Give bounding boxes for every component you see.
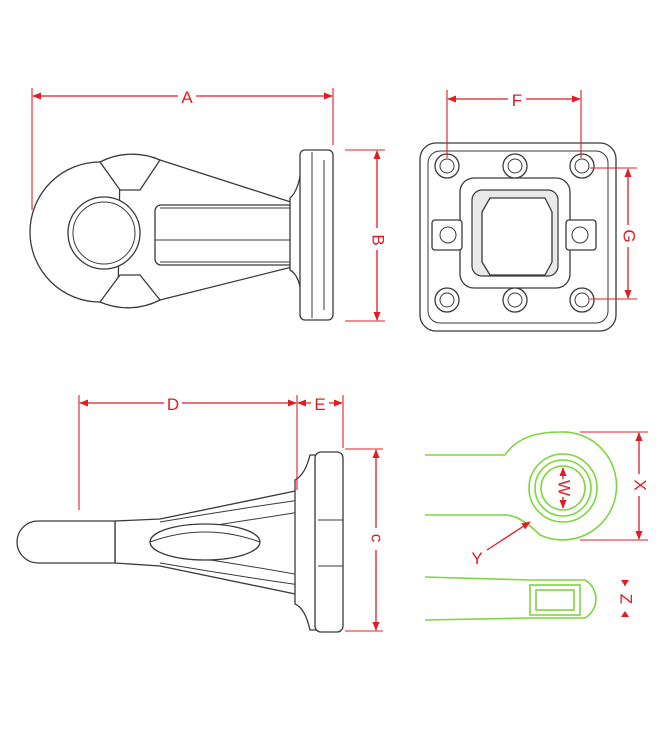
dimension-Z: Z bbox=[617, 580, 636, 617]
left-lug bbox=[431, 219, 463, 251]
top-eye bbox=[16, 520, 116, 564]
detail-side-slot bbox=[529, 584, 581, 616]
front-view bbox=[419, 142, 617, 332]
central-socket bbox=[481, 197, 553, 276]
top-eye-loop bbox=[149, 523, 261, 561]
label-D: D bbox=[167, 395, 179, 414]
dimension-C: c bbox=[345, 448, 387, 632]
detail-eye-outer-bore bbox=[528, 453, 598, 523]
dimension-B: B bbox=[345, 149, 388, 322]
detail-side-outline bbox=[424, 576, 597, 621]
dimension-G: G bbox=[590, 167, 639, 300]
label-Z: Z bbox=[617, 594, 636, 604]
eye-hole bbox=[67, 196, 141, 270]
dimension-F: F bbox=[446, 89, 582, 158]
bolt-holes bbox=[434, 153, 595, 313]
label-G: G bbox=[620, 229, 639, 242]
side-view bbox=[29, 149, 334, 321]
label-B: B bbox=[369, 234, 388, 245]
detail-eye-outline bbox=[425, 431, 618, 541]
dimension-X: X bbox=[580, 431, 650, 541]
leader-Y: Y bbox=[471, 521, 531, 568]
label-F: F bbox=[512, 91, 522, 110]
base-plate bbox=[299, 149, 334, 321]
label-E: E bbox=[314, 395, 325, 414]
label-C: c bbox=[368, 534, 387, 543]
eye-upper-block bbox=[99, 153, 161, 191]
label-A: A bbox=[181, 88, 193, 107]
dimension-D: D bbox=[78, 393, 298, 510]
label-Y: Y bbox=[471, 549, 482, 568]
label-W: W bbox=[555, 480, 574, 496]
detail-eye-bore bbox=[540, 465, 586, 511]
eye-lower-block bbox=[99, 274, 161, 309]
label-X: X bbox=[631, 479, 650, 490]
right-lug bbox=[565, 219, 597, 251]
eye-detail bbox=[424, 431, 618, 621]
top-base-plate bbox=[314, 451, 344, 633]
arm-shaft bbox=[154, 204, 296, 266]
dimension-E: E bbox=[297, 393, 344, 448]
top-view bbox=[16, 451, 344, 633]
dimension-W: W bbox=[555, 467, 574, 509]
dimension-A: A bbox=[31, 86, 334, 210]
